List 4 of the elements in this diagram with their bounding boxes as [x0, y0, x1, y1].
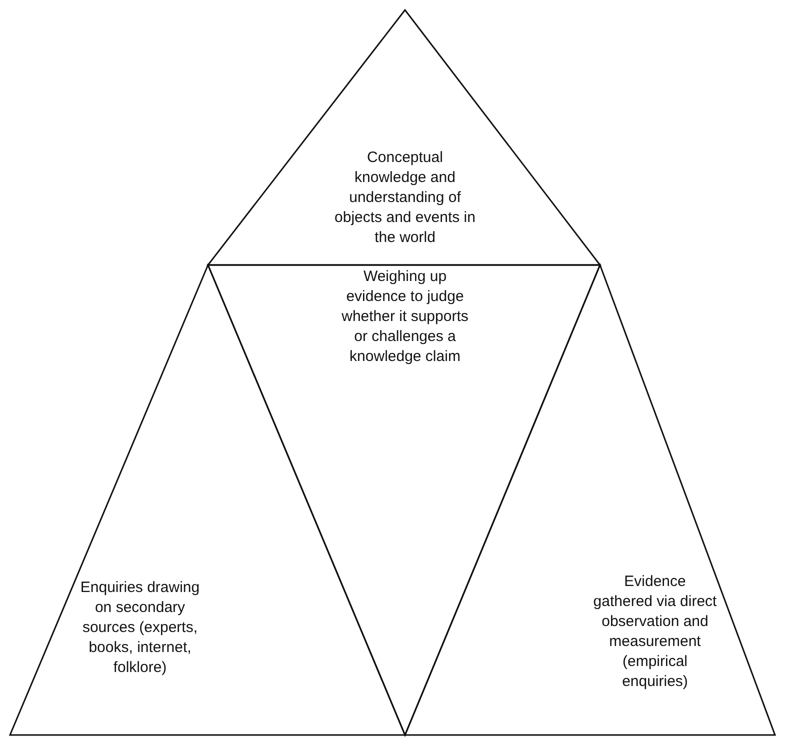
panel-text: Evidence gathered via direct observation and measurement (empirical enquiries)	[593, 572, 717, 692]
panel-text: Weighing up evidence to judge whether it supports or challenges a knowledge claim	[340, 267, 470, 367]
panel-text: Conceptual knowledge and understanding of objects and events in the world	[334, 148, 476, 248]
panel-text: Enquiries drawing on secondary sources (experts, books, internet, folklore)	[79, 578, 201, 678]
